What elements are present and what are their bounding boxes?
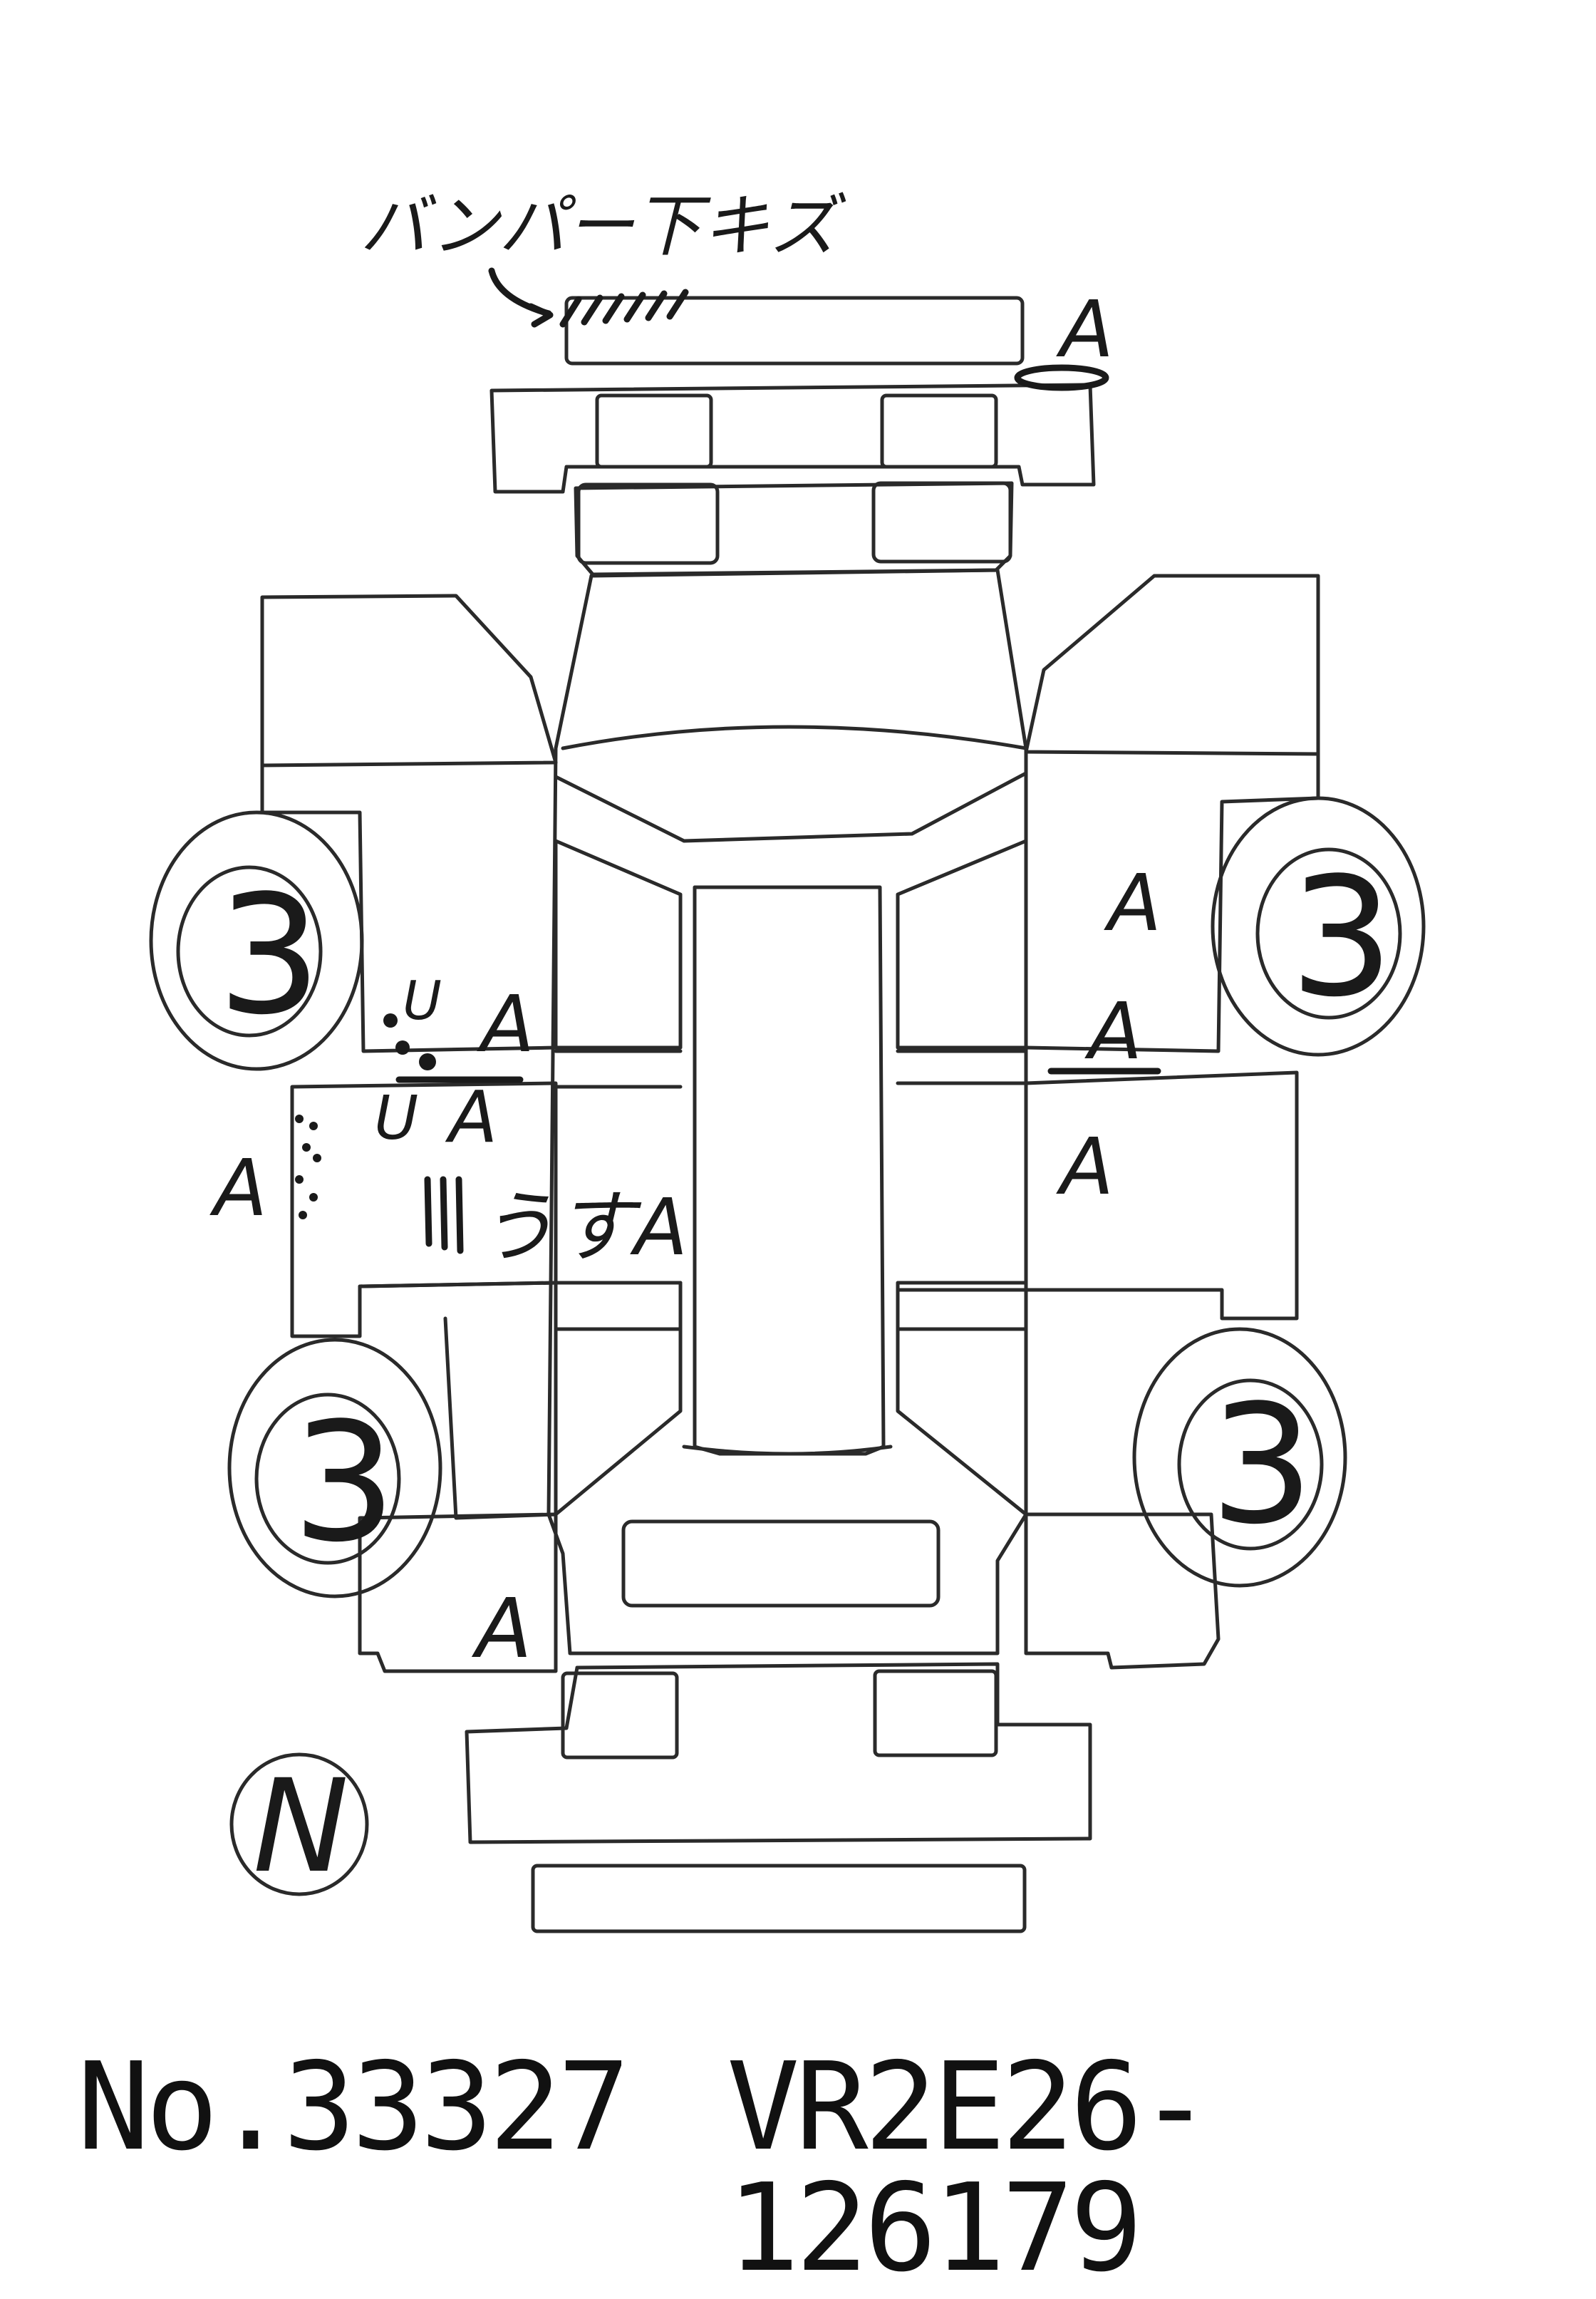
mark-left-door-u: U	[374, 1083, 418, 1154]
mark-left-a-top: A	[477, 978, 534, 1070]
bumper-scratch-ticks	[559, 289, 689, 328]
mark-left-door-a-mid: A	[445, 1075, 497, 1159]
right-front-fender	[1024, 574, 1320, 756]
roof-rear	[682, 1445, 893, 1456]
headlamp-right	[871, 481, 1012, 564]
front-bumper-note: バンパー下キズ	[360, 187, 846, 266]
left-door-scratch-lines	[424, 1176, 464, 1254]
roof-panel	[693, 885, 886, 1456]
pillar-right	[896, 839, 1028, 1050]
rear-window	[621, 1519, 940, 1608]
mark-right-fender-a: A	[1104, 857, 1161, 949]
roof-front	[554, 771, 1028, 843]
mark-front-bumper-circle	[1014, 364, 1109, 391]
lot-number: No.33327	[77, 2037, 631, 2178]
mark-left-door-note: うすA	[477, 1182, 688, 1273]
left-rear-quarter	[358, 1512, 558, 1673]
rear-lamp-left	[561, 1671, 679, 1760]
tire-grade-rear-right: 3	[1210, 1370, 1314, 1561]
tire-grade-front-right: 3	[1290, 843, 1394, 1033]
front-lamp-left	[595, 393, 713, 469]
tire-rear-right: 3	[1132, 1327, 1347, 1588]
windshield-line	[561, 725, 1028, 750]
rear-quarter-left	[554, 1281, 683, 1517]
front-bumper-lower-strip	[564, 296, 1025, 366]
right-front-wheel-arch	[1024, 752, 1320, 1053]
mark-rear-left-a: A	[471, 1581, 532, 1677]
left-panel-dots	[295, 1115, 321, 1219]
tire-front-right: 3	[1211, 796, 1426, 1057]
north-symbol-letter: N	[253, 1752, 349, 1901]
front-lamp-right	[880, 393, 998, 469]
front-bumper	[489, 383, 1096, 494]
tire-grade-front-left: 3	[217, 861, 321, 1051]
mark-front-bumper-a: A	[1056, 284, 1114, 375]
mark-left-fender-u: U	[403, 969, 442, 1032]
pillar-left	[554, 839, 683, 1050]
tire-rear-left: 3	[227, 1338, 442, 1598]
vin-number: VR2E26-126179	[727, 2037, 1211, 2299]
tire-front-left: 3	[149, 810, 364, 1071]
left-front-fender	[260, 594, 558, 768]
rear-lamp-right	[873, 1669, 998, 1757]
headlamp-left	[576, 482, 720, 565]
mark-right-door-a-top: A	[1084, 986, 1142, 1077]
mark-right-door-a-mid: A	[1056, 1121, 1114, 1212]
left-front-wheel-arch	[260, 763, 558, 1053]
north-symbol: N	[229, 1752, 369, 1901]
rear-quarter-right	[896, 1281, 1028, 1517]
body-outline	[546, 568, 1028, 1655]
tire-grade-rear-left: 3	[292, 1388, 396, 1579]
right-rear-quarter	[1024, 1512, 1221, 1670]
rear-bumper-lower-strip	[531, 1864, 1027, 1933]
mark-left-panel-a: A	[209, 1142, 267, 1234]
